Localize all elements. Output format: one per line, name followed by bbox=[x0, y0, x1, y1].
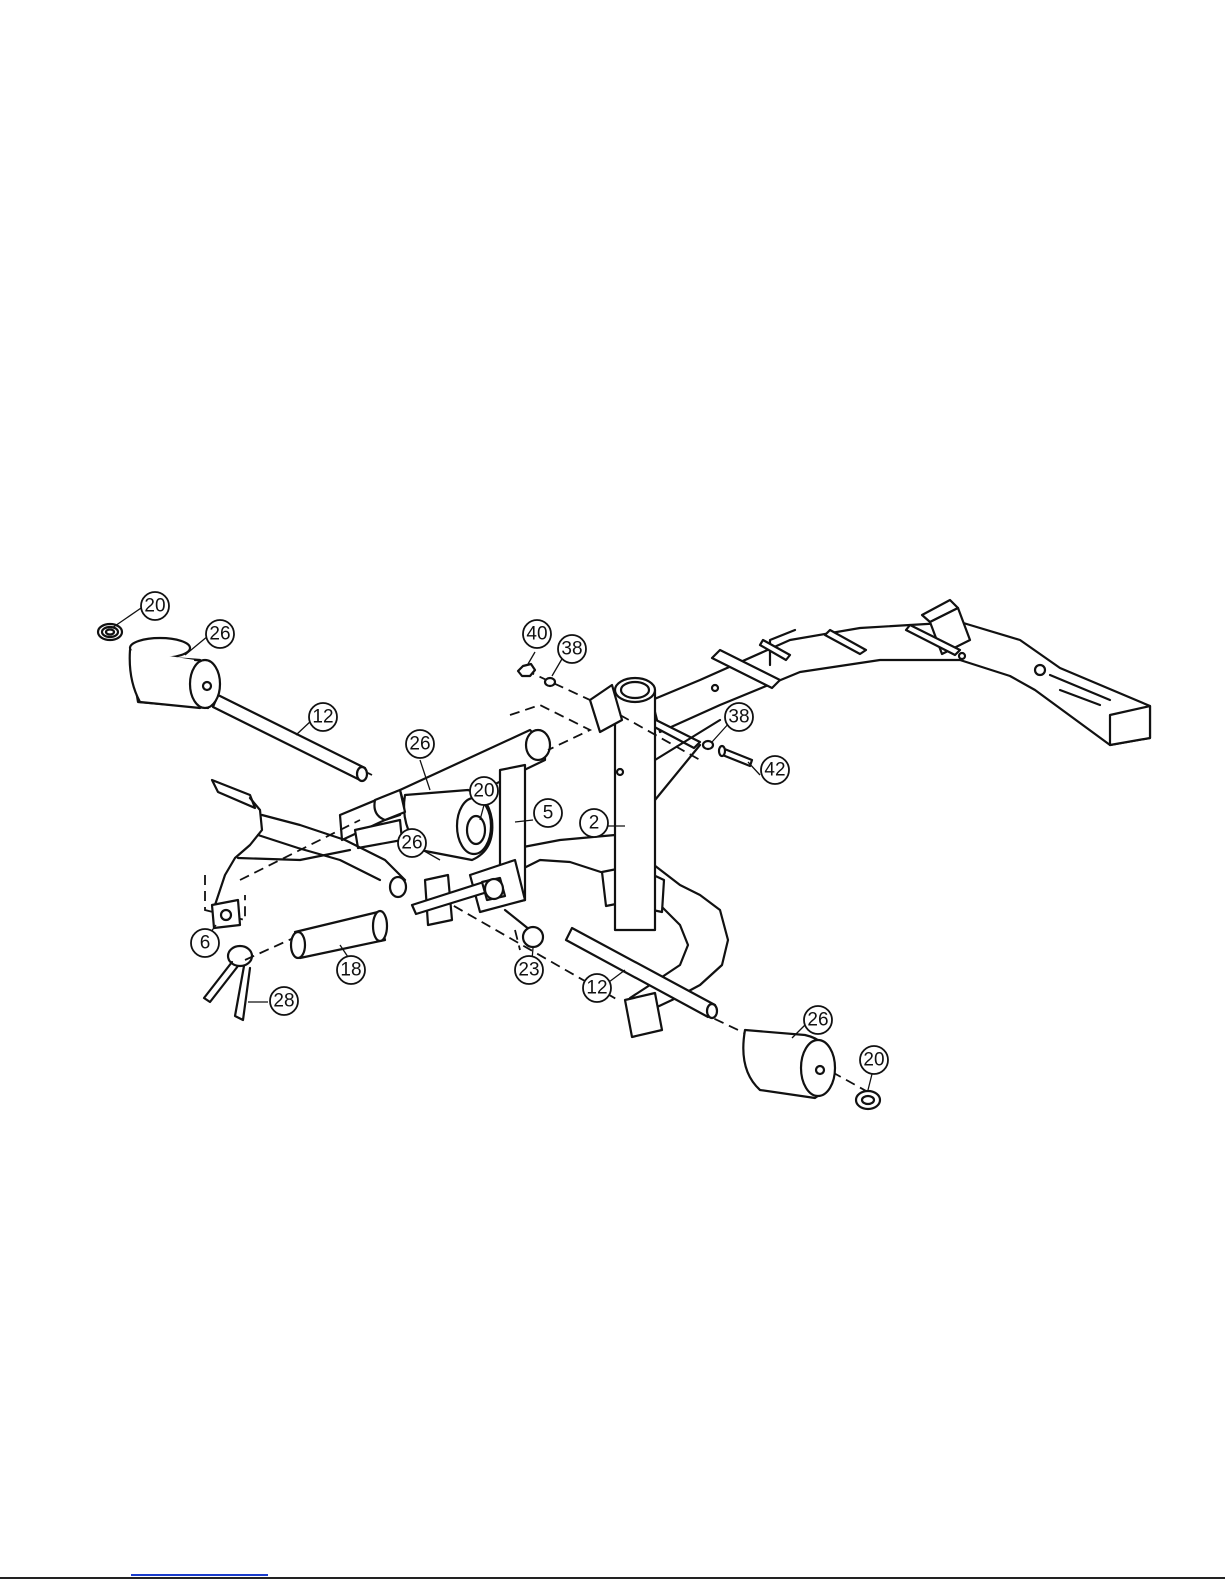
callout-38-label: 38 bbox=[561, 639, 582, 660]
callout-26-lower-right: 26 bbox=[804, 1006, 832, 1034]
callout-26-center: 26 bbox=[406, 730, 434, 758]
callout-26-label: 26 bbox=[209, 624, 230, 645]
roller-tube-12-upper bbox=[213, 695, 367, 781]
callout-26-label: 26 bbox=[409, 734, 430, 755]
callout-2: 2 bbox=[580, 809, 608, 837]
callout-23: 23 bbox=[515, 956, 543, 984]
callout-2-label: 2 bbox=[589, 813, 600, 834]
callout-12-upper: 12 bbox=[309, 703, 337, 731]
callout-12-lower: 12 bbox=[583, 974, 611, 1002]
roller-pad-26-lower-right bbox=[743, 1030, 835, 1098]
callout-26-top-left: 26 bbox=[206, 620, 234, 648]
callout-23-label: 23 bbox=[518, 960, 539, 981]
callout-5: 5 bbox=[534, 799, 562, 827]
callout-38-upper: 38 bbox=[558, 635, 586, 663]
callout-20-lower-right: 20 bbox=[860, 1046, 888, 1074]
callout-38-label: 38 bbox=[728, 707, 749, 728]
page-footer-rule bbox=[0, 1577, 1225, 1579]
callout-42: 42 bbox=[761, 756, 789, 784]
roller-pad-26-upper-left bbox=[130, 638, 220, 708]
callout-20-label: 20 bbox=[144, 596, 165, 617]
callout-20-label: 20 bbox=[473, 781, 494, 802]
callout-18: 18 bbox=[337, 956, 365, 984]
callout-26-label: 26 bbox=[807, 1010, 828, 1031]
callout-5-label: 5 bbox=[543, 803, 554, 824]
rear-frame bbox=[645, 600, 1150, 800]
callout-28-label: 28 bbox=[273, 991, 294, 1012]
callout-12-label: 12 bbox=[312, 707, 333, 728]
small-pad-18 bbox=[291, 911, 387, 958]
callout-40-label: 40 bbox=[526, 624, 547, 645]
callout-20-center: 20 bbox=[470, 777, 498, 805]
callout-6: 6 bbox=[191, 929, 219, 957]
callout-26-label: 26 bbox=[401, 833, 422, 854]
callout-18-label: 18 bbox=[340, 960, 361, 981]
end-cap-20-upper-left bbox=[98, 624, 122, 640]
callout-20-label: 20 bbox=[863, 1050, 884, 1071]
footer-link-underline[interactable] bbox=[131, 1574, 268, 1576]
callout-20-top-left: 20 bbox=[141, 592, 169, 620]
callout-28: 28 bbox=[270, 987, 298, 1015]
callout-6-label: 6 bbox=[200, 933, 211, 954]
end-cap-20-lower-right bbox=[856, 1091, 880, 1109]
spring-collar-28 bbox=[204, 946, 252, 1020]
callout-26-lower-center: 26 bbox=[398, 829, 426, 857]
callout-12-label: 12 bbox=[586, 978, 607, 999]
callout-42-label: 42 bbox=[764, 760, 785, 781]
callout-40: 40 bbox=[523, 620, 551, 648]
callout-38-right: 38 bbox=[725, 703, 753, 731]
